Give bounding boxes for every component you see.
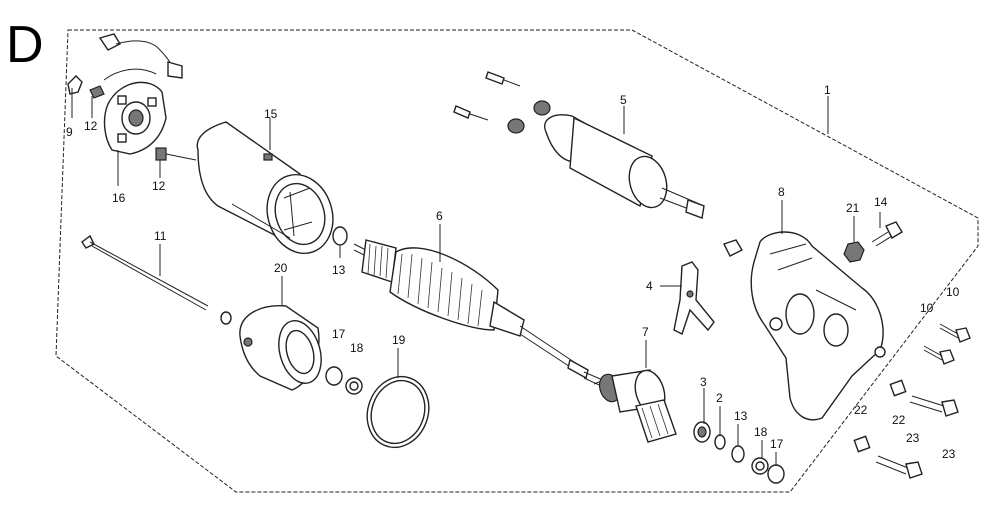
part-12-brush-upper [89,85,105,99]
callout-8: 8 [778,185,785,199]
part-20-housing [239,305,322,391]
callout-20: 20 [274,261,288,275]
part-9-clip [67,75,83,95]
callout-21: 21 [846,201,860,215]
part-5-solenoid [453,71,705,219]
part-22-dowel-upper [889,379,907,397]
callout-3: 3 [700,375,707,389]
callout-23-left: 23 [906,431,920,445]
callout-11: 11 [154,229,167,243]
part-11-through-bolt [81,234,209,311]
callout-6: 6 [436,209,443,223]
part-18-bush-right [751,457,769,475]
callout-14: 14 [874,195,888,209]
part-13-washer-left [332,226,348,246]
part-16-brush-holder [103,81,167,155]
callout-10-right: 10 [946,285,960,299]
part-14-bolt [871,221,903,247]
section-letter: D [6,16,44,74]
part-12-brush-lower [155,147,197,161]
callout-labels: 1 2 3 4 5 6 7 8 9 10 10 11 12 12 13 13 1… [66,83,960,461]
callout-12-upper: 12 [84,119,98,133]
part-4-shift-lever [673,261,715,335]
part-2-snap-ring [714,434,726,450]
callout-4: 4 [646,279,653,293]
part-21-nut [843,241,865,263]
part-3-collar [693,421,711,443]
leader-lines [71,88,881,466]
callout-19: 19 [392,333,406,347]
part-15-yoke [196,121,334,255]
part-7-pinion-clutch [593,369,677,443]
callout-23-right: 23 [942,447,956,461]
callout-1: 1 [824,83,831,97]
callout-12-lower: 12 [152,179,166,193]
callout-7: 7 [642,325,649,339]
part-23-bolt-upper [909,395,959,417]
small-washer [220,311,232,325]
part-18-bush-left [345,377,363,395]
part-23-bolt-lower [875,455,923,479]
callout-13-left: 13 [332,263,346,277]
part-13-washer-right [731,445,745,463]
small-plug [723,239,743,257]
part-19-o-ring [366,375,430,449]
assembly-boundary [55,29,979,493]
callout-22-left: 22 [854,403,868,417]
callout-16: 16 [112,191,126,205]
part-22-dowel-lower [853,435,871,453]
part-17-cap-right [767,464,785,484]
callout-17-left: 17 [332,327,346,341]
callout-15: 15 [264,107,278,121]
part-17-cap-left [325,366,343,386]
callout-13-right: 13 [734,409,748,423]
part-8-bracket [750,231,886,421]
part-10-bolt-lower [923,345,955,365]
callout-18-left: 18 [350,341,364,355]
callout-5: 5 [620,93,627,107]
wire-harness [98,33,183,81]
callout-9: 9 [66,125,73,139]
part-10-bolt-upper [939,323,971,343]
callout-2: 2 [716,391,723,405]
callout-17-right: 17 [770,437,784,451]
callout-10-left: 10 [920,301,934,315]
callout-22-right: 22 [892,413,906,427]
part-6-armature [353,239,613,391]
callout-18-right: 18 [754,425,768,439]
